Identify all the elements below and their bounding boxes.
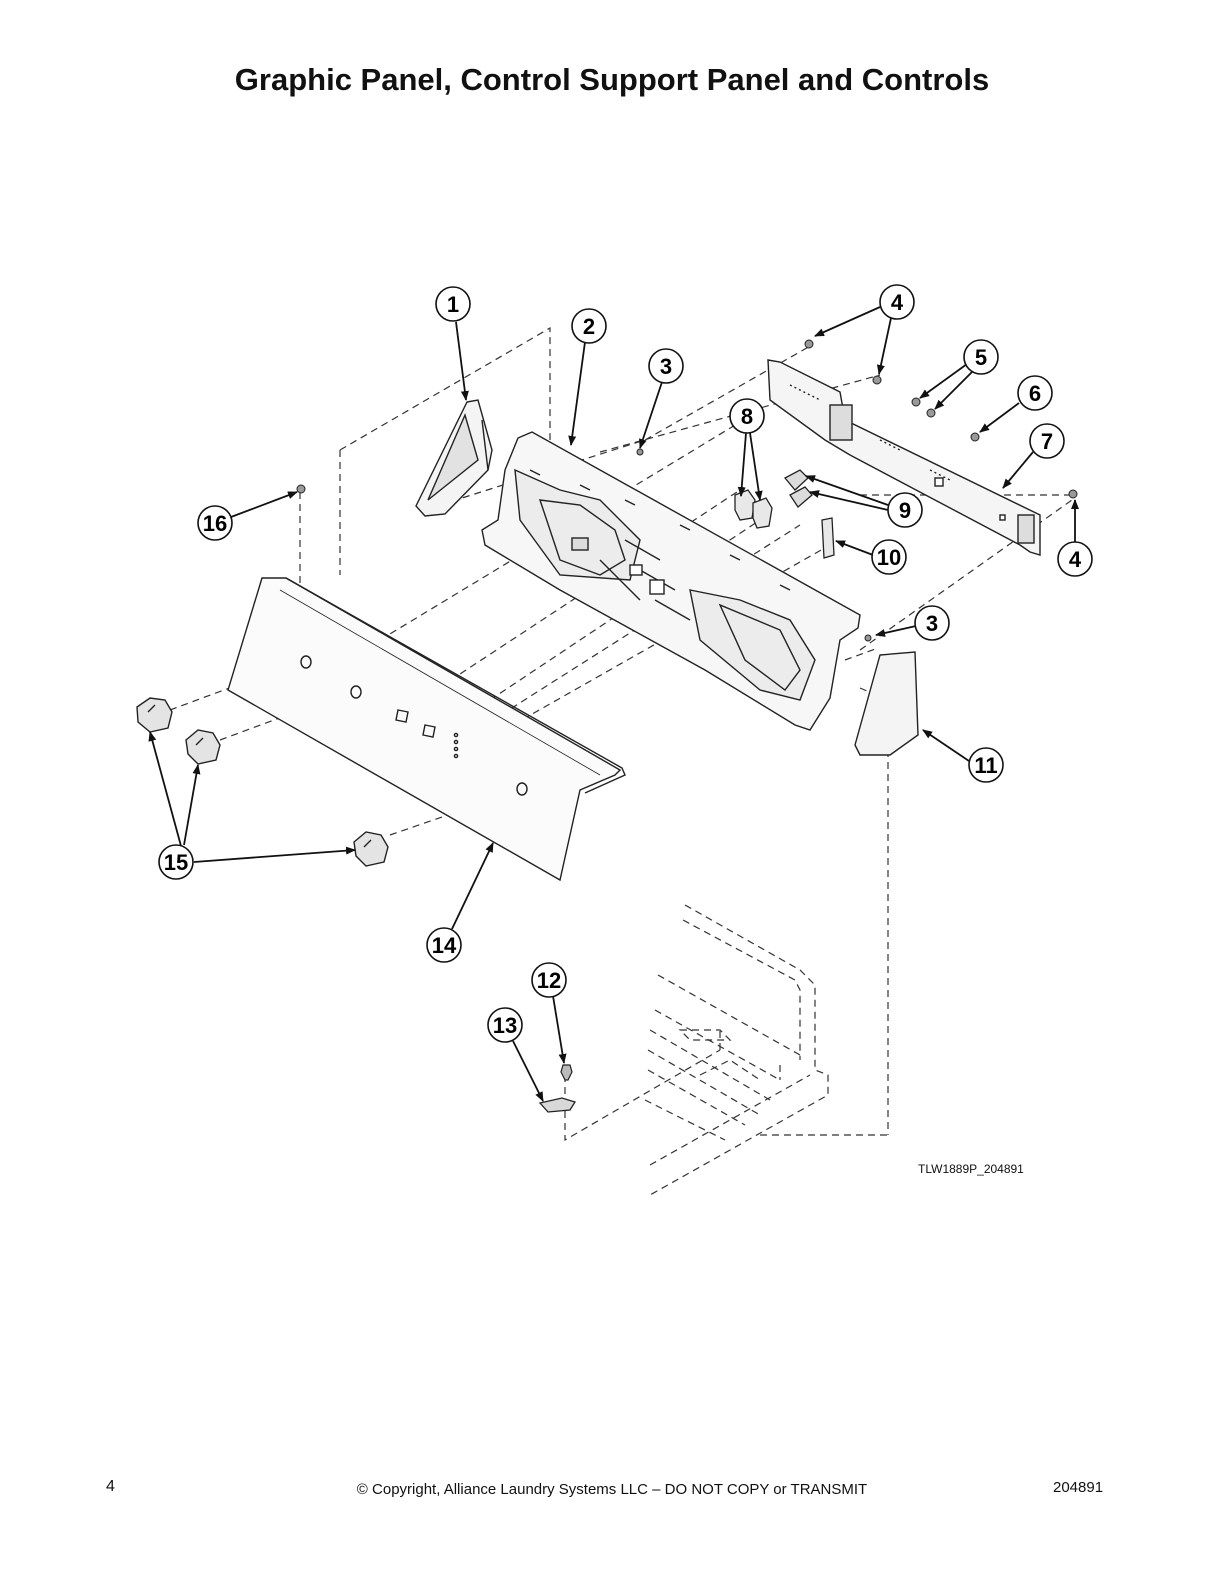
document-number: 204891 (1053, 1479, 1104, 1496)
svg-text:8: 8 (741, 404, 753, 429)
part-8-switches (734, 489, 773, 529)
part-2-control-support-panel (481, 431, 861, 731)
part-7-control-board (767, 359, 1041, 556)
callout-11: 11 (968, 747, 1004, 783)
svg-text:3: 3 (660, 354, 672, 379)
page-title: Graphic Panel, Control Support Panel and… (234, 62, 990, 97)
callout-2: 2 (571, 308, 607, 344)
callout-15: 15 (158, 844, 194, 880)
callout-16: 16 (197, 505, 233, 541)
callout-7: 7 (1029, 423, 1065, 459)
callout-14: 14 (426, 927, 462, 963)
part-15-knobs (136, 697, 389, 867)
drawing-code: TLW1889P_204891 (918, 1162, 1024, 1176)
fasteners (296, 339, 1078, 642)
callout-12: 12 (531, 962, 567, 998)
part-10-bracket (821, 517, 835, 559)
part-9-light-pipes (783, 469, 813, 508)
svg-text:11: 11 (974, 753, 997, 778)
svg-text:14: 14 (432, 933, 457, 958)
svg-text:5: 5 (975, 345, 987, 370)
svg-text:7: 7 (1041, 429, 1053, 454)
page-number: 4 (106, 1478, 115, 1495)
svg-text:4: 4 (891, 290, 904, 315)
callout-4-top: 4 (879, 284, 915, 320)
callout-4-right: 4 (1057, 541, 1093, 577)
callout-10: 10 (871, 539, 907, 575)
svg-text:16: 16 (203, 511, 227, 536)
part-11-right-end-cap (854, 651, 919, 756)
callout-5: 5 (963, 339, 999, 375)
svg-text:9: 9 (899, 498, 911, 523)
svg-text:6: 6 (1029, 381, 1041, 406)
part-14-graphic-panel (227, 577, 626, 882)
svg-text:13: 13 (493, 1013, 517, 1038)
svg-text:2: 2 (583, 314, 595, 339)
callout-13: 13 (487, 1007, 523, 1043)
svg-text:4: 4 (1069, 547, 1082, 572)
callout-3-top: 3 (648, 348, 684, 384)
part-12-screw (560, 1064, 573, 1081)
callout-1: 1 (435, 286, 471, 322)
svg-text:15: 15 (164, 850, 188, 875)
part-1-left-end-cap (415, 399, 493, 517)
svg-text:12: 12 (537, 968, 561, 993)
callout-8: 8 (729, 398, 765, 434)
svg-text:3: 3 (926, 611, 938, 636)
leader-arrows (148, 306, 1079, 1102)
callout-3-right: 3 (914, 605, 950, 641)
callout-6: 6 (1017, 375, 1053, 411)
assembly-guide-lines (169, 326, 1073, 1196)
part-13-clip (538, 1097, 576, 1113)
svg-text:1: 1 (447, 292, 459, 317)
copyright-notice: © Copyright, Alliance Laundry Systems LL… (356, 1481, 868, 1498)
callout-9: 9 (887, 492, 923, 528)
svg-text:10: 10 (877, 545, 901, 570)
